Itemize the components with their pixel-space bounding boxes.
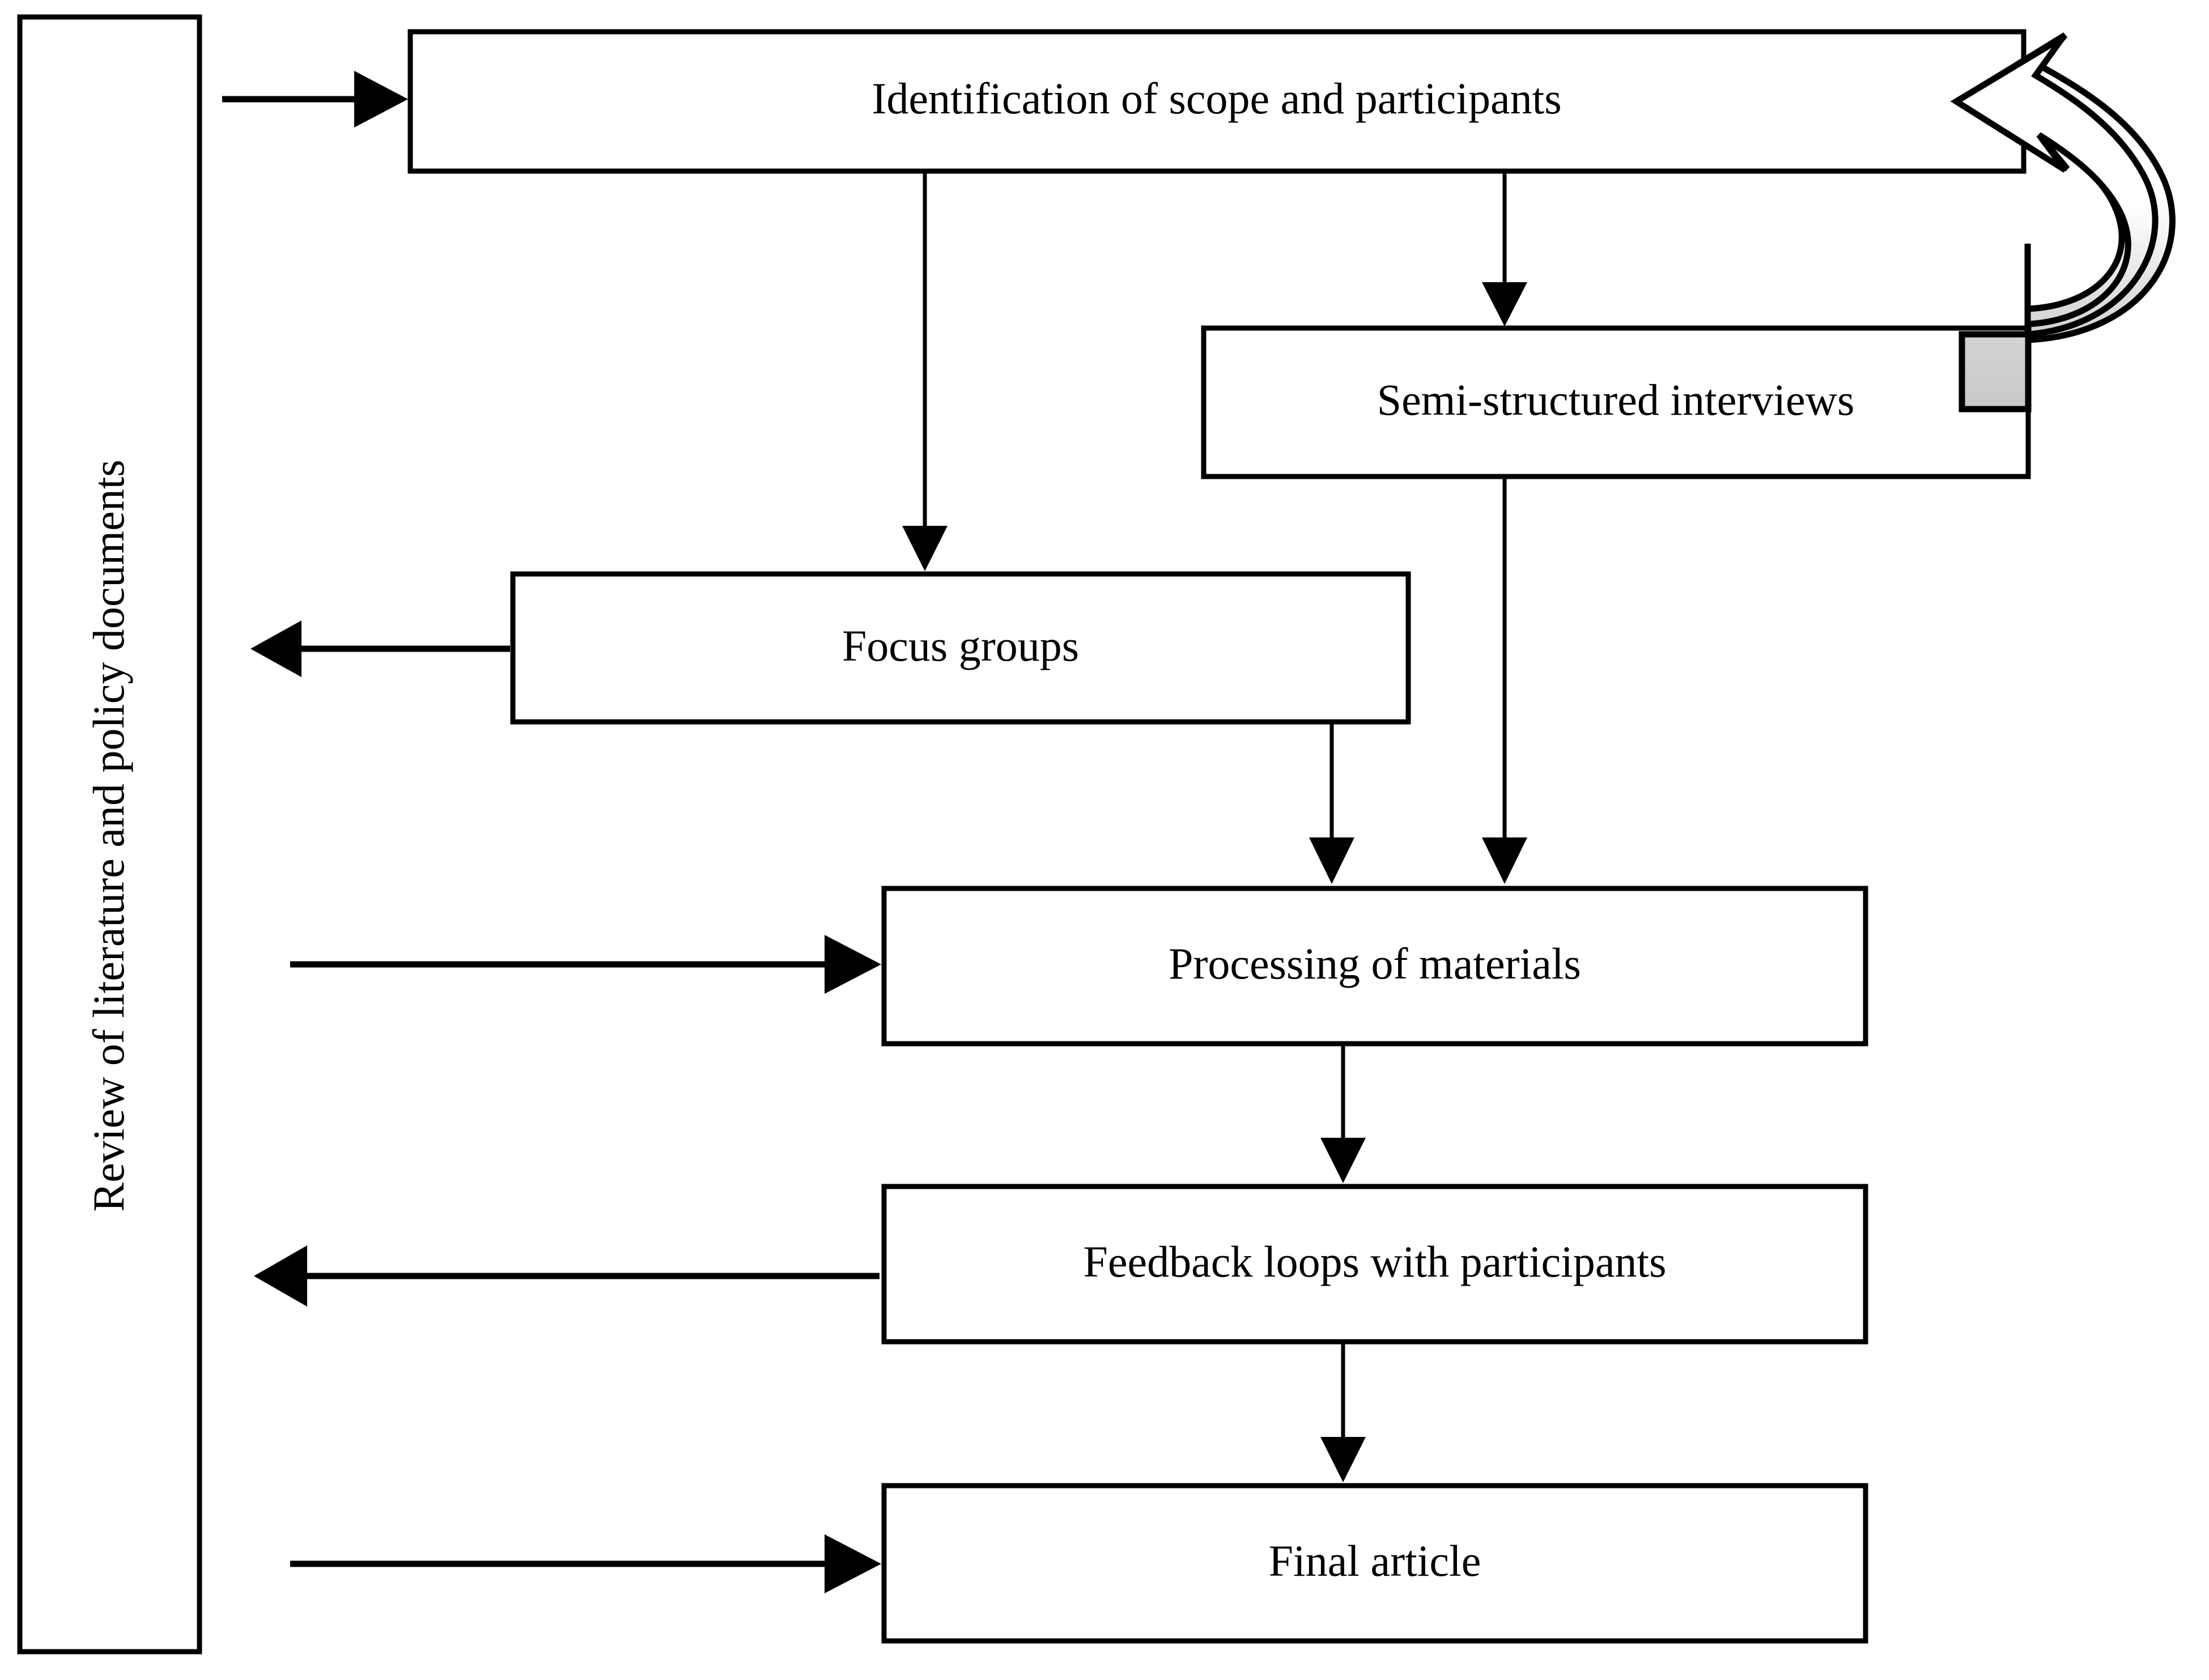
edge-identification-to-interviews: [1482, 173, 1527, 326]
edge-interviews-to-processing: [1482, 479, 1527, 884]
final-article-box: [881, 1483, 1868, 1644]
edge-review-to-processing: [290, 935, 881, 994]
feedback-box-label: Feedback loops with participants: [1084, 1237, 1667, 1286]
edge-processing-to-feedback-arrowhead: [1320, 1138, 1366, 1183]
interviews-box: [1201, 325, 2031, 479]
edge-feedback-to-final-arrowhead: [1320, 1437, 1366, 1482]
edge-feedback-to-final: [1320, 1344, 1366, 1482]
final-article-box-label: Final article: [1269, 1536, 1481, 1585]
edge-review-to-processing-arrowhead: [825, 935, 881, 994]
edge-focus-groups-to-processing: [1309, 724, 1354, 884]
edge-review-to-final-arrowhead: [825, 1534, 881, 1593]
node-review-of-literature: Review of literature and policy document…: [17, 14, 202, 1655]
edge-identification-to-focus-groups: [902, 173, 948, 571]
edge-review-to-identification-arrowhead: [354, 71, 408, 127]
edge-feedback-to-review: [254, 1245, 880, 1307]
feedback-box: [881, 1184, 1868, 1345]
identification-box: [407, 29, 2027, 174]
edge-interviews-to-identification-loop: [1950, 32, 2176, 412]
review-box-label: Review of literature and policy document…: [84, 460, 133, 1212]
node-feedback-loops: Feedback loops with participants: [881, 1184, 1868, 1345]
edge-review-to-identification: [222, 71, 408, 127]
loop-arrow-shape-outline: [1950, 35, 2159, 412]
node-final-article: Final article: [881, 1483, 1868, 1644]
edge-review-to-final: [290, 1534, 881, 1593]
node-semi-structured-interviews: Semi-structured interviews: [1201, 325, 2031, 479]
interviews-box-label: Semi-structured interviews: [1377, 375, 1855, 424]
node-focus-groups: Focus groups: [510, 571, 1411, 725]
node-processing-of-materials: Processing of materials: [881, 886, 1868, 1047]
edge-focus-groups-to-review: [250, 620, 510, 677]
edge-focus-groups-to-processing-arrowhead: [1309, 837, 1354, 884]
edge-processing-to-feedback: [1320, 1046, 1366, 1183]
identification-box-label: Identification of scope and participants: [872, 74, 1561, 123]
edge-identification-to-interviews-arrowhead: [1482, 282, 1527, 326]
edge-interviews-to-processing-arrowhead: [1482, 837, 1527, 884]
edge-focus-groups-to-review-arrowhead: [250, 620, 301, 677]
edge-feedback-to-review-arrowhead: [254, 1245, 307, 1307]
processing-box-label: Processing of materials: [1169, 939, 1581, 988]
focus-groups-box-label: Focus groups: [842, 621, 1079, 670]
node-identification-of-scope: Identification of scope and participants: [407, 29, 2027, 174]
focus-groups-box: [510, 571, 1411, 725]
processing-box: [881, 886, 1868, 1047]
review-box: [17, 14, 202, 1655]
edge-identification-to-focus-groups-arrowhead: [902, 526, 948, 571]
